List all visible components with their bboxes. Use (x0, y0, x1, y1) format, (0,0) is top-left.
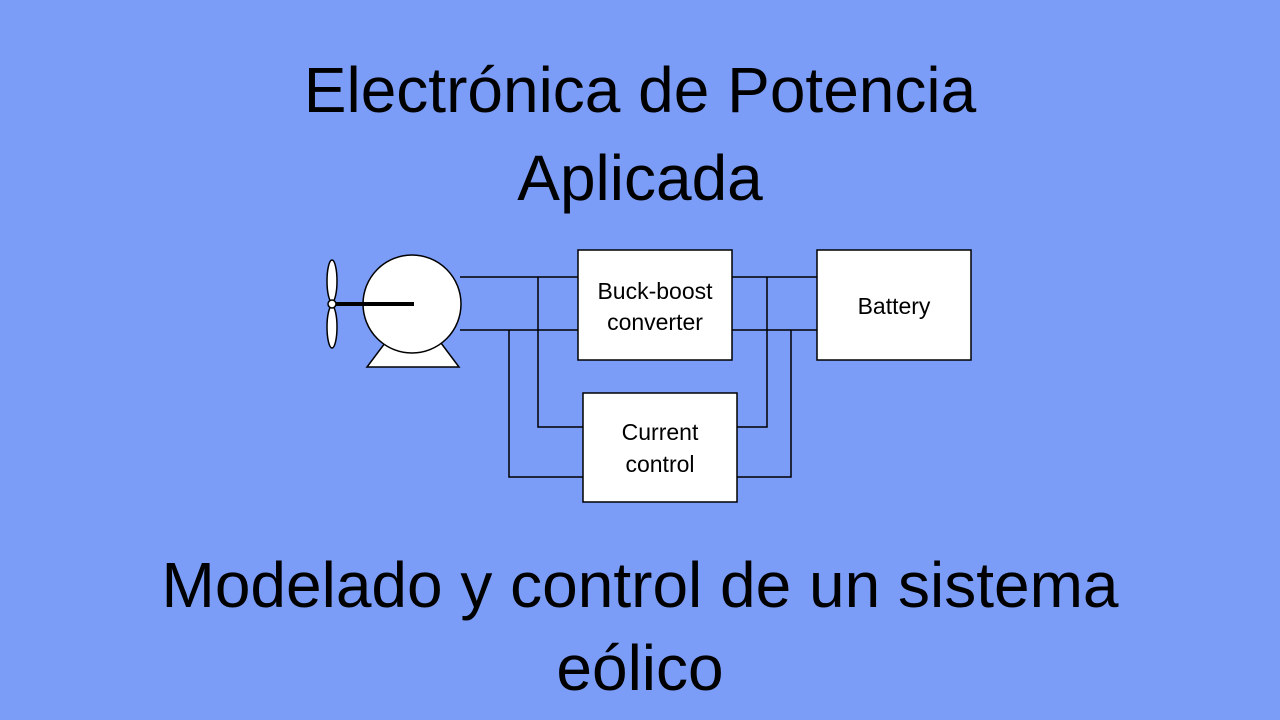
subtitle-line-1: Modelado y control de un sistema (161, 549, 1119, 621)
battery-block: Battery (816, 249, 972, 361)
buck-boost-converter-block: Buck-boost converter (577, 249, 733, 361)
wind-turbine-icon (326, 254, 462, 368)
title-line-1: Electrónica de Potencia (303, 54, 977, 126)
battery-label: Battery (858, 293, 931, 319)
blade-bottom (326, 305, 338, 349)
current-control-block: Current control (582, 392, 738, 503)
blade-top (326, 259, 338, 303)
wiring (460, 276, 817, 478)
subtitle-line-2: eólico (556, 632, 724, 704)
converter-label-line-1: Buck-boost (597, 278, 713, 304)
turbine-hub (327, 299, 337, 309)
control-label-line-1: Current (622, 419, 699, 445)
title-line-2: Aplicada (517, 142, 763, 214)
converter-label-line-2: converter (607, 309, 703, 335)
control-label-line-2: control (625, 451, 694, 477)
